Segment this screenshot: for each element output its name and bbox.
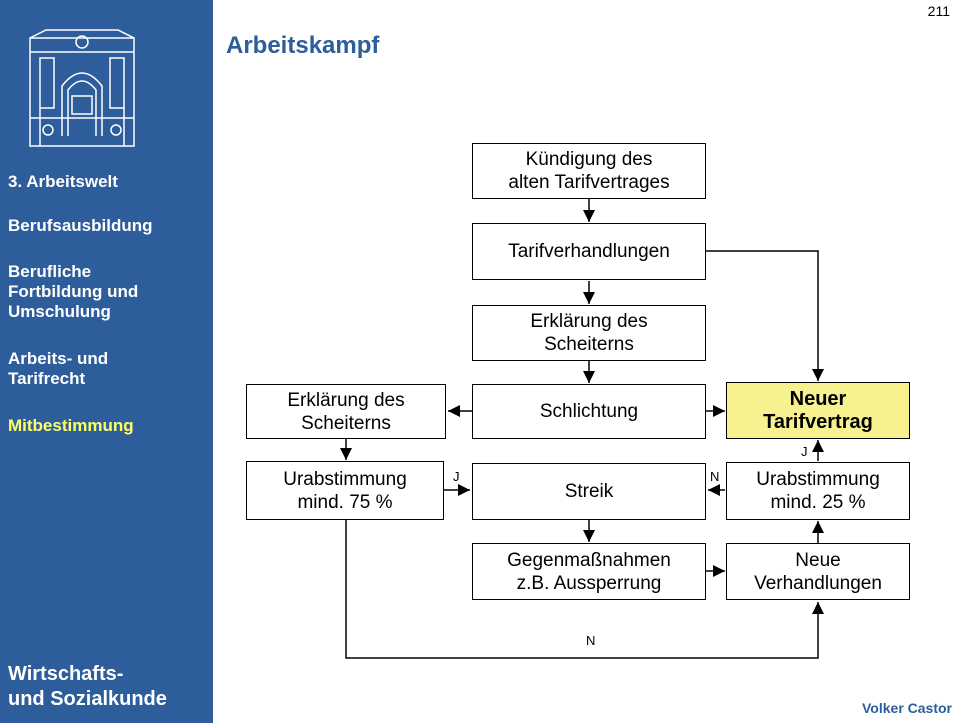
node-kuendigung: Kündigung des alten Tarifvertrages xyxy=(472,143,706,199)
node-neuer-tarifvertrag: Neuer Tarifvertrag xyxy=(726,382,910,439)
edge-label-nein-bottom: N xyxy=(586,633,596,648)
edge-label-ja-left: J xyxy=(453,469,460,484)
page-number: 211 xyxy=(927,3,950,19)
node-gegenmassnahmen: Gegenmaßnahmen z.B. Aussperrung xyxy=(472,543,706,600)
node-tarifverhandlungen: Tarifverhandlungen xyxy=(472,223,706,280)
edge-urabstimmung-nein xyxy=(345,520,824,659)
course-title: Wirtschafts- und Sozialkunde xyxy=(8,663,167,710)
node-urabstimmung-left: Urabstimmung mind. 75 % xyxy=(246,461,444,520)
edge-label-ja-right: J xyxy=(801,444,808,459)
sidebar-item-tarifrecht[interactable]: Arbeits- und Tarifrecht xyxy=(8,349,109,388)
node-schlichtung: Schlichtung xyxy=(472,384,706,439)
node-erklaerung-center: Erklärung des Scheiterns xyxy=(472,305,706,361)
building-facade-icon xyxy=(29,29,135,147)
edge-label-nein-right: N xyxy=(710,469,720,484)
node-urabstimmung-right: Urabstimmung mind. 25 % xyxy=(726,462,910,520)
page-title: Arbeitskampf xyxy=(226,32,380,59)
sidebar-item-arbeitswelt[interactable]: 3. Arbeitswelt xyxy=(8,172,118,191)
sidebar-item-berufsausbildung[interactable]: Berufsausbildung xyxy=(8,216,153,235)
node-erklaerung-left: Erklärung des Scheiterns xyxy=(246,384,446,439)
node-neue-verhandlungen: Neue Verhandlungen xyxy=(726,543,910,600)
sidebar-item-mitbestimmung[interactable]: Mitbestimmung xyxy=(8,416,134,435)
node-streik: Streik xyxy=(472,463,706,520)
edge-tarif-neuer xyxy=(706,250,824,381)
sidebar-item-fortbildung[interactable]: Berufliche Fortbildung und Umschulung xyxy=(8,262,139,321)
sidebar: 3. Arbeitswelt Berufsausbildung Beruflic… xyxy=(0,0,213,723)
author-name: Volker Castor xyxy=(862,700,952,716)
